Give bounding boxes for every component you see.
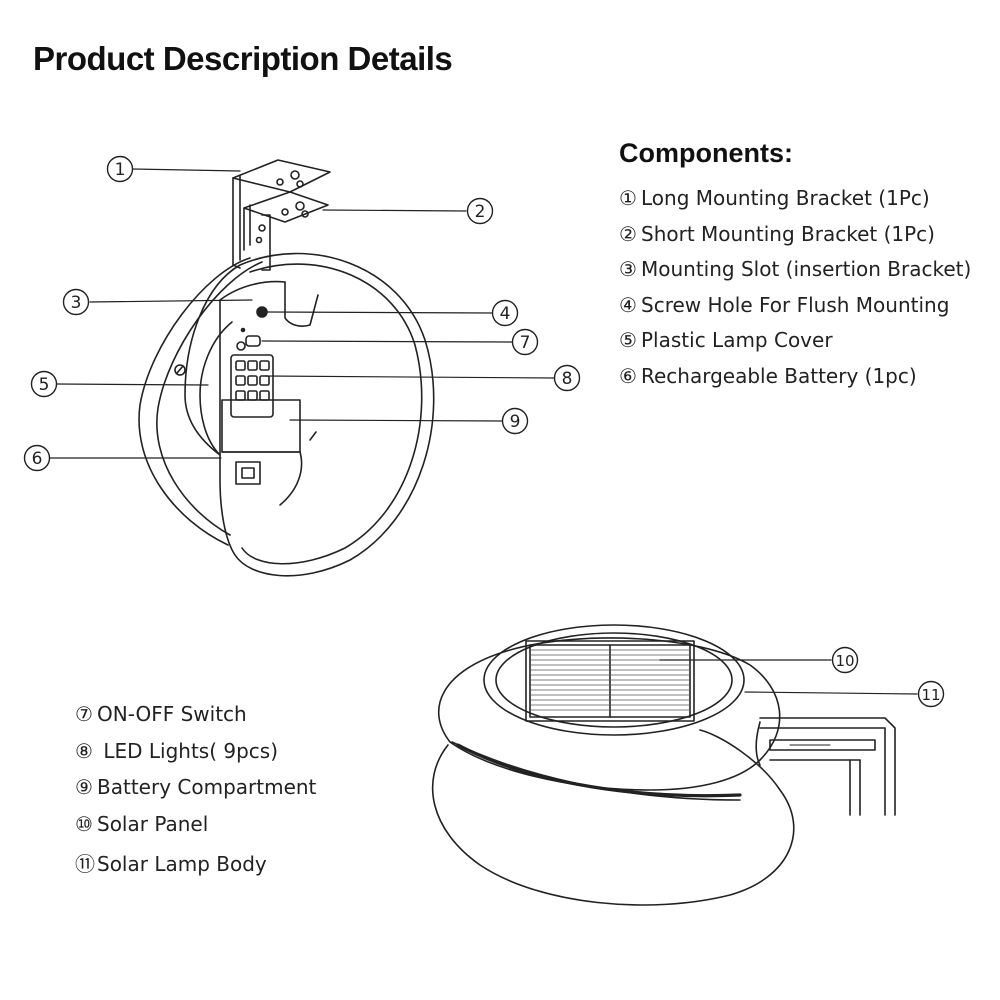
page-title: Product Description Details [33,40,453,77]
callout-label-7: 7 [520,333,531,353]
callout-label-3: 3 [71,293,82,313]
callout-label-9: 9 [510,412,521,432]
list-item-number: ② [619,221,637,246]
callout-label-5: 5 [39,375,50,395]
list-item-label: Screw Hole For Flush Mounting [641,292,950,317]
callout-label-8: 8 [562,369,573,389]
list-item-label: ON-OFF Switch [97,702,247,726]
callout-label-11: 11 [921,686,940,704]
list-item-number: ④ [619,292,637,317]
callout-label-6: 6 [32,449,43,469]
list-item-label: LED Lights( 9pcs) [97,738,279,763]
lamp-back-view [138,252,435,577]
list-item-number: ⑩ [75,811,93,836]
components-heading: Components: [619,138,793,168]
list-item-label: Plastic Lamp Cover [641,328,833,352]
list-item-number: ① [619,186,637,210]
list-item-label: Solar Lamp Body [97,852,267,876]
list-item-label: Short Mounting Bracket (1Pc) [641,221,935,246]
list-item-number: ⑪ [75,852,95,876]
lamp-front-view [431,624,795,906]
callout-circles [23,155,945,708]
leader-lines [49,168,918,695]
list-item-label: Rechargeable Battery (1pc) [641,363,917,388]
solar-panel-hatching [529,649,691,711]
list-item-number: ⑥ [619,363,637,388]
callout-label-4: 4 [500,304,511,324]
list-item-label: Solar Panel [97,811,209,836]
callout-label-2: 2 [475,202,486,222]
list-item: ⑧ LED Lights( 9pcs) [75,739,316,776]
list-item-number: ③ [619,257,637,281]
front-bracket [755,717,896,816]
list-item-label: Battery Compartment [97,775,317,799]
list-item-label: Long Mounting Bracket (1Pc) [641,186,930,210]
list-item-label: Mounting Slot (insertion Bracket) [641,257,972,281]
list-item-number: ⑧ [75,738,93,763]
callout-label-10: 10 [835,652,854,670]
mounting-brackets [232,159,331,271]
list-item-number: ⑨ [75,775,93,799]
list-item-number: ⑤ [619,328,637,352]
list-item-number: ⑦ [75,702,93,726]
callout-label-1: 1 [115,160,126,180]
